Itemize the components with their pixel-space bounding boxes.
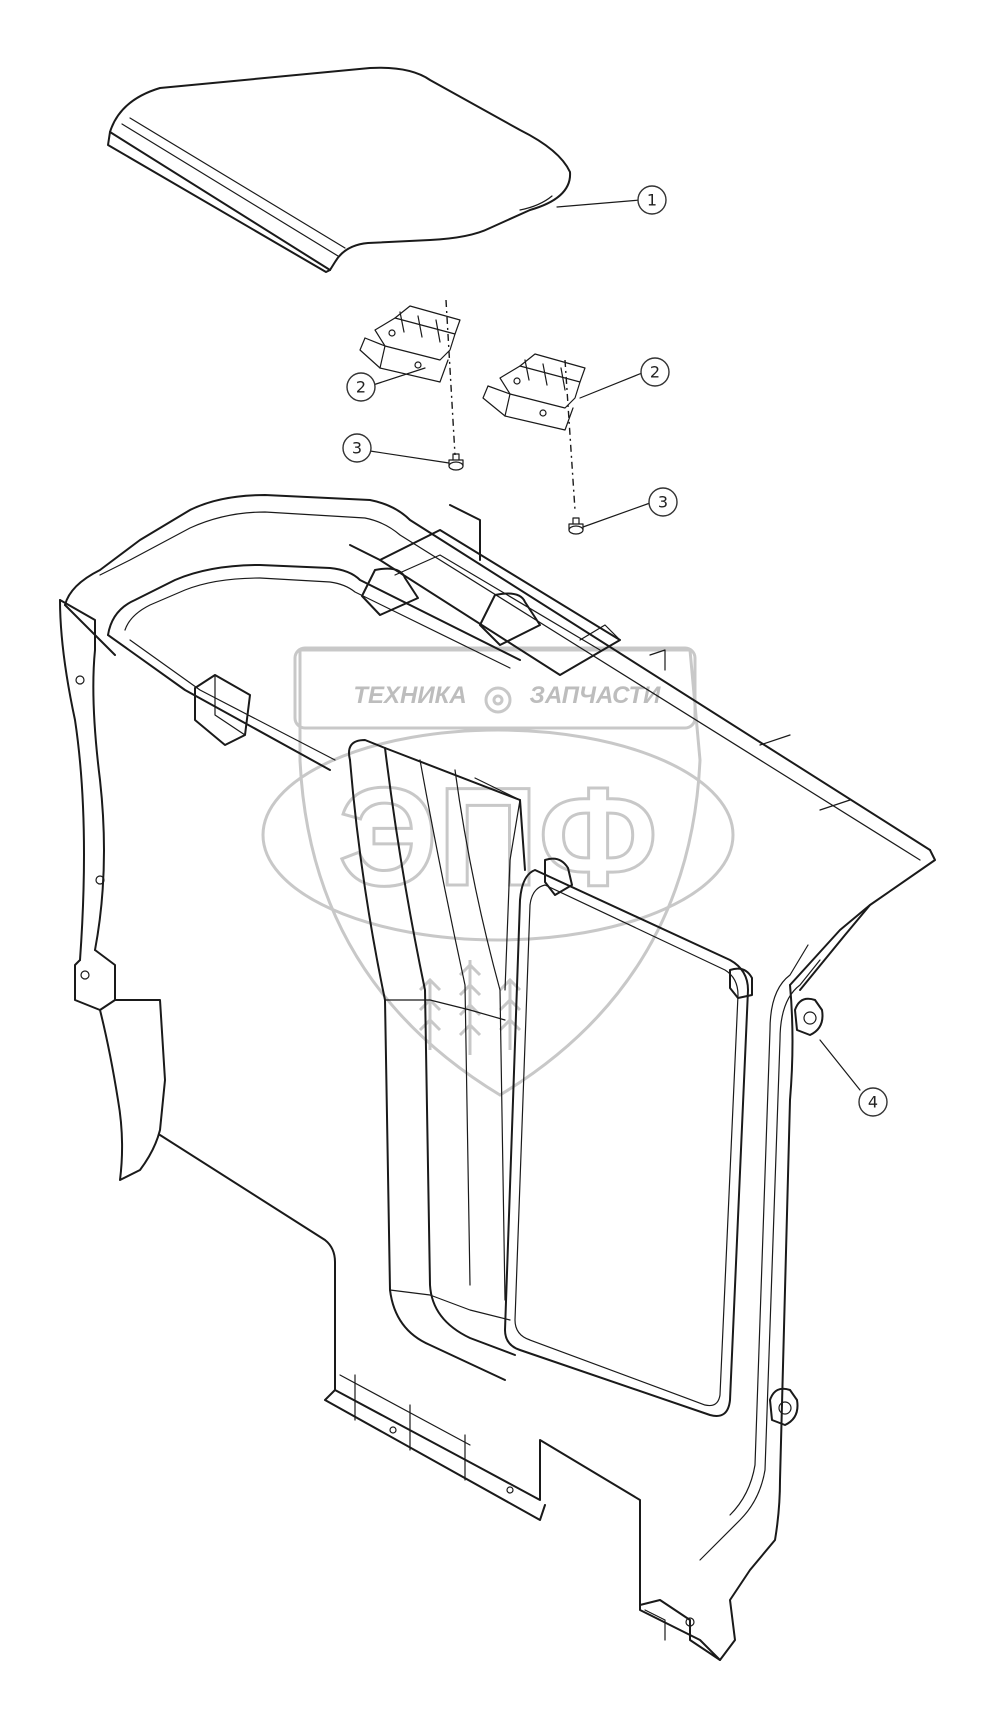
watermark: ТЕХНИКА ЗАПЧАСТИ ЭПФ <box>261 646 735 1097</box>
screw-left <box>448 453 464 471</box>
leader-1 <box>556 199 641 208</box>
leader-4 <box>819 1039 861 1091</box>
callout-2b: 2 <box>640 357 670 387</box>
screw-right <box>568 517 584 535</box>
watermark-left-word: ТЕХНИКА <box>353 682 466 709</box>
part-main-panel <box>59 494 936 1661</box>
leader-3b <box>582 502 651 528</box>
part-hinge-left <box>359 305 461 383</box>
callout-4: 4 <box>858 1087 888 1117</box>
part-cover-lid <box>107 66 572 273</box>
callout-1: 1 <box>637 185 667 215</box>
callout-3b: 3 <box>648 487 678 517</box>
leader-2b <box>579 372 643 399</box>
part-hinge-right <box>482 353 586 431</box>
svg-text:2: 2 <box>650 363 660 382</box>
wheat-icon <box>418 960 522 1055</box>
watermark-right-word: ЗАПЧАСТИ <box>530 682 662 709</box>
leader-2a <box>372 367 426 386</box>
svg-text:3: 3 <box>658 493 668 512</box>
leader-lines <box>369 199 861 1091</box>
svg-text:2: 2 <box>356 378 366 397</box>
watermark-emblem: ЭПФ <box>338 758 658 915</box>
watermark-shield <box>298 648 702 1097</box>
callout-2a: 2 <box>346 372 376 402</box>
svg-text:4: 4 <box>868 1093 878 1112</box>
part-screws <box>445 299 584 535</box>
callout-3a: 3 <box>342 433 372 463</box>
watermark-emblem-oval <box>261 728 735 942</box>
svg-text:1: 1 <box>647 191 657 210</box>
leader-3a <box>369 450 450 464</box>
gear-icon <box>484 686 512 714</box>
svg-text:3: 3 <box>352 439 362 458</box>
